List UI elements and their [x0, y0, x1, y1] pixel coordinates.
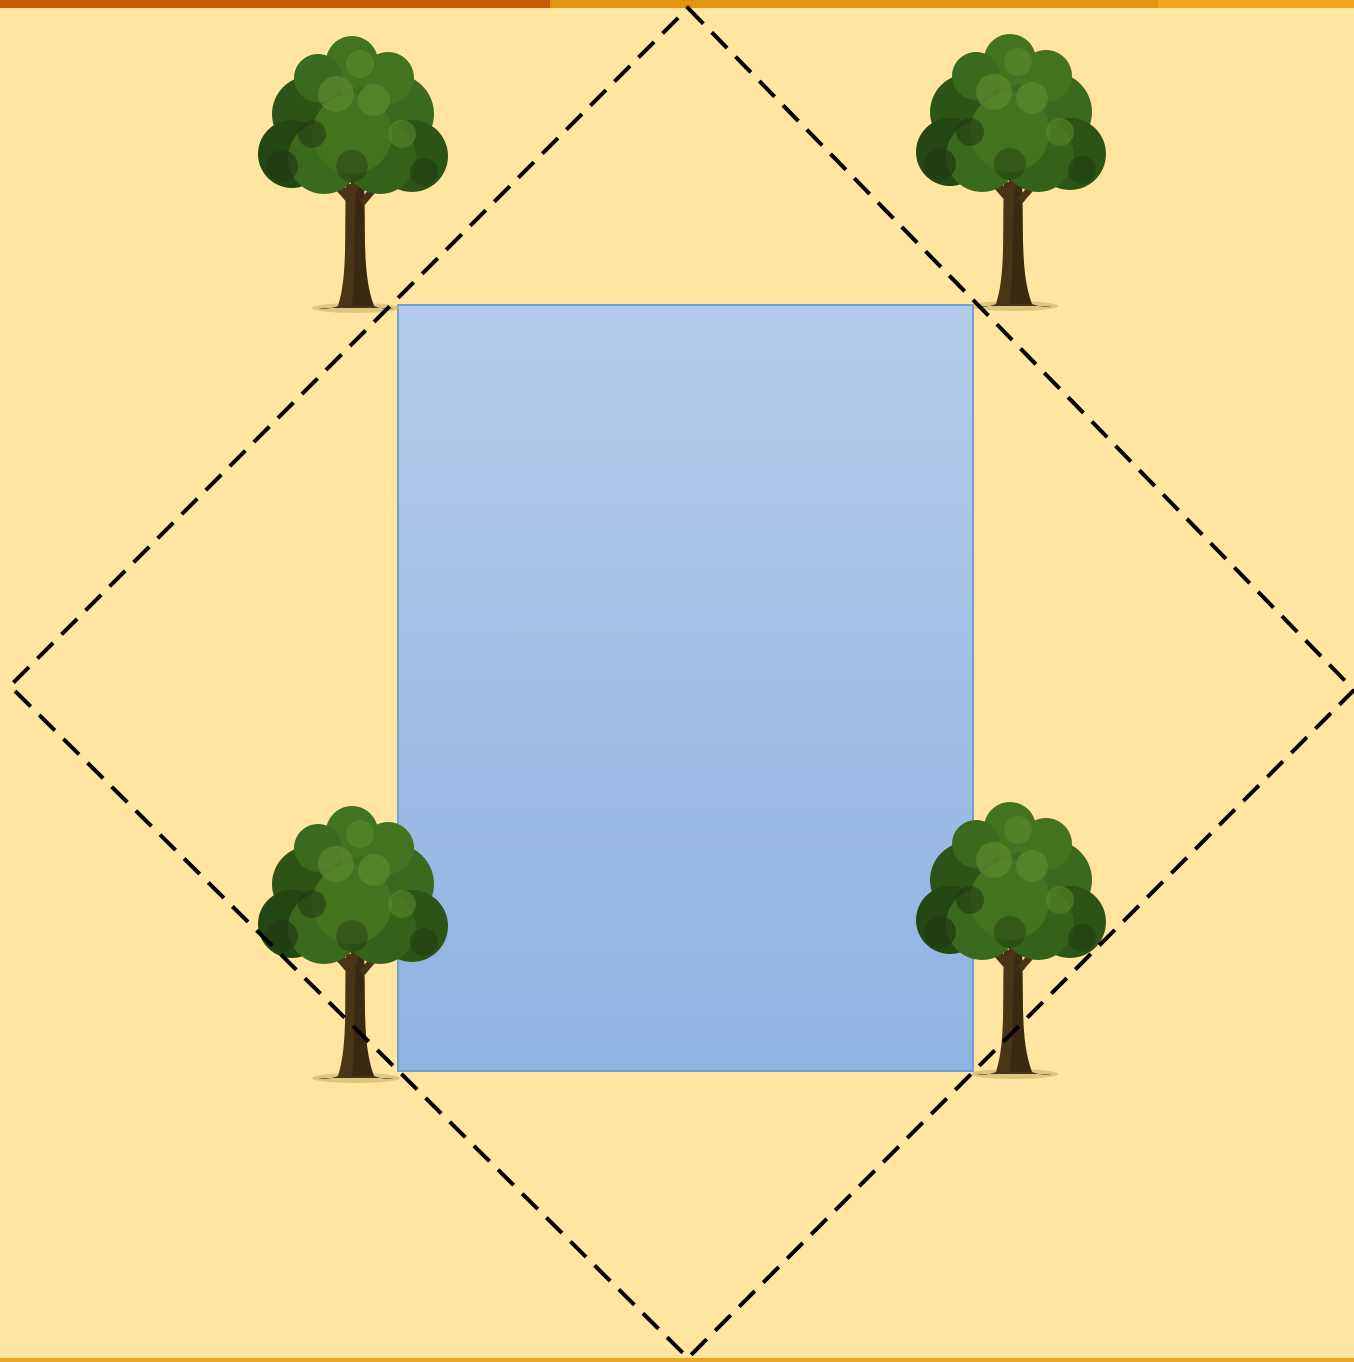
- bottom-line: [0, 1358, 1354, 1362]
- pond-rectangle: [398, 305, 973, 1071]
- top-bar-right: [1158, 0, 1354, 8]
- top-bar-mid: [550, 0, 1158, 8]
- top-bar-left: [0, 0, 550, 8]
